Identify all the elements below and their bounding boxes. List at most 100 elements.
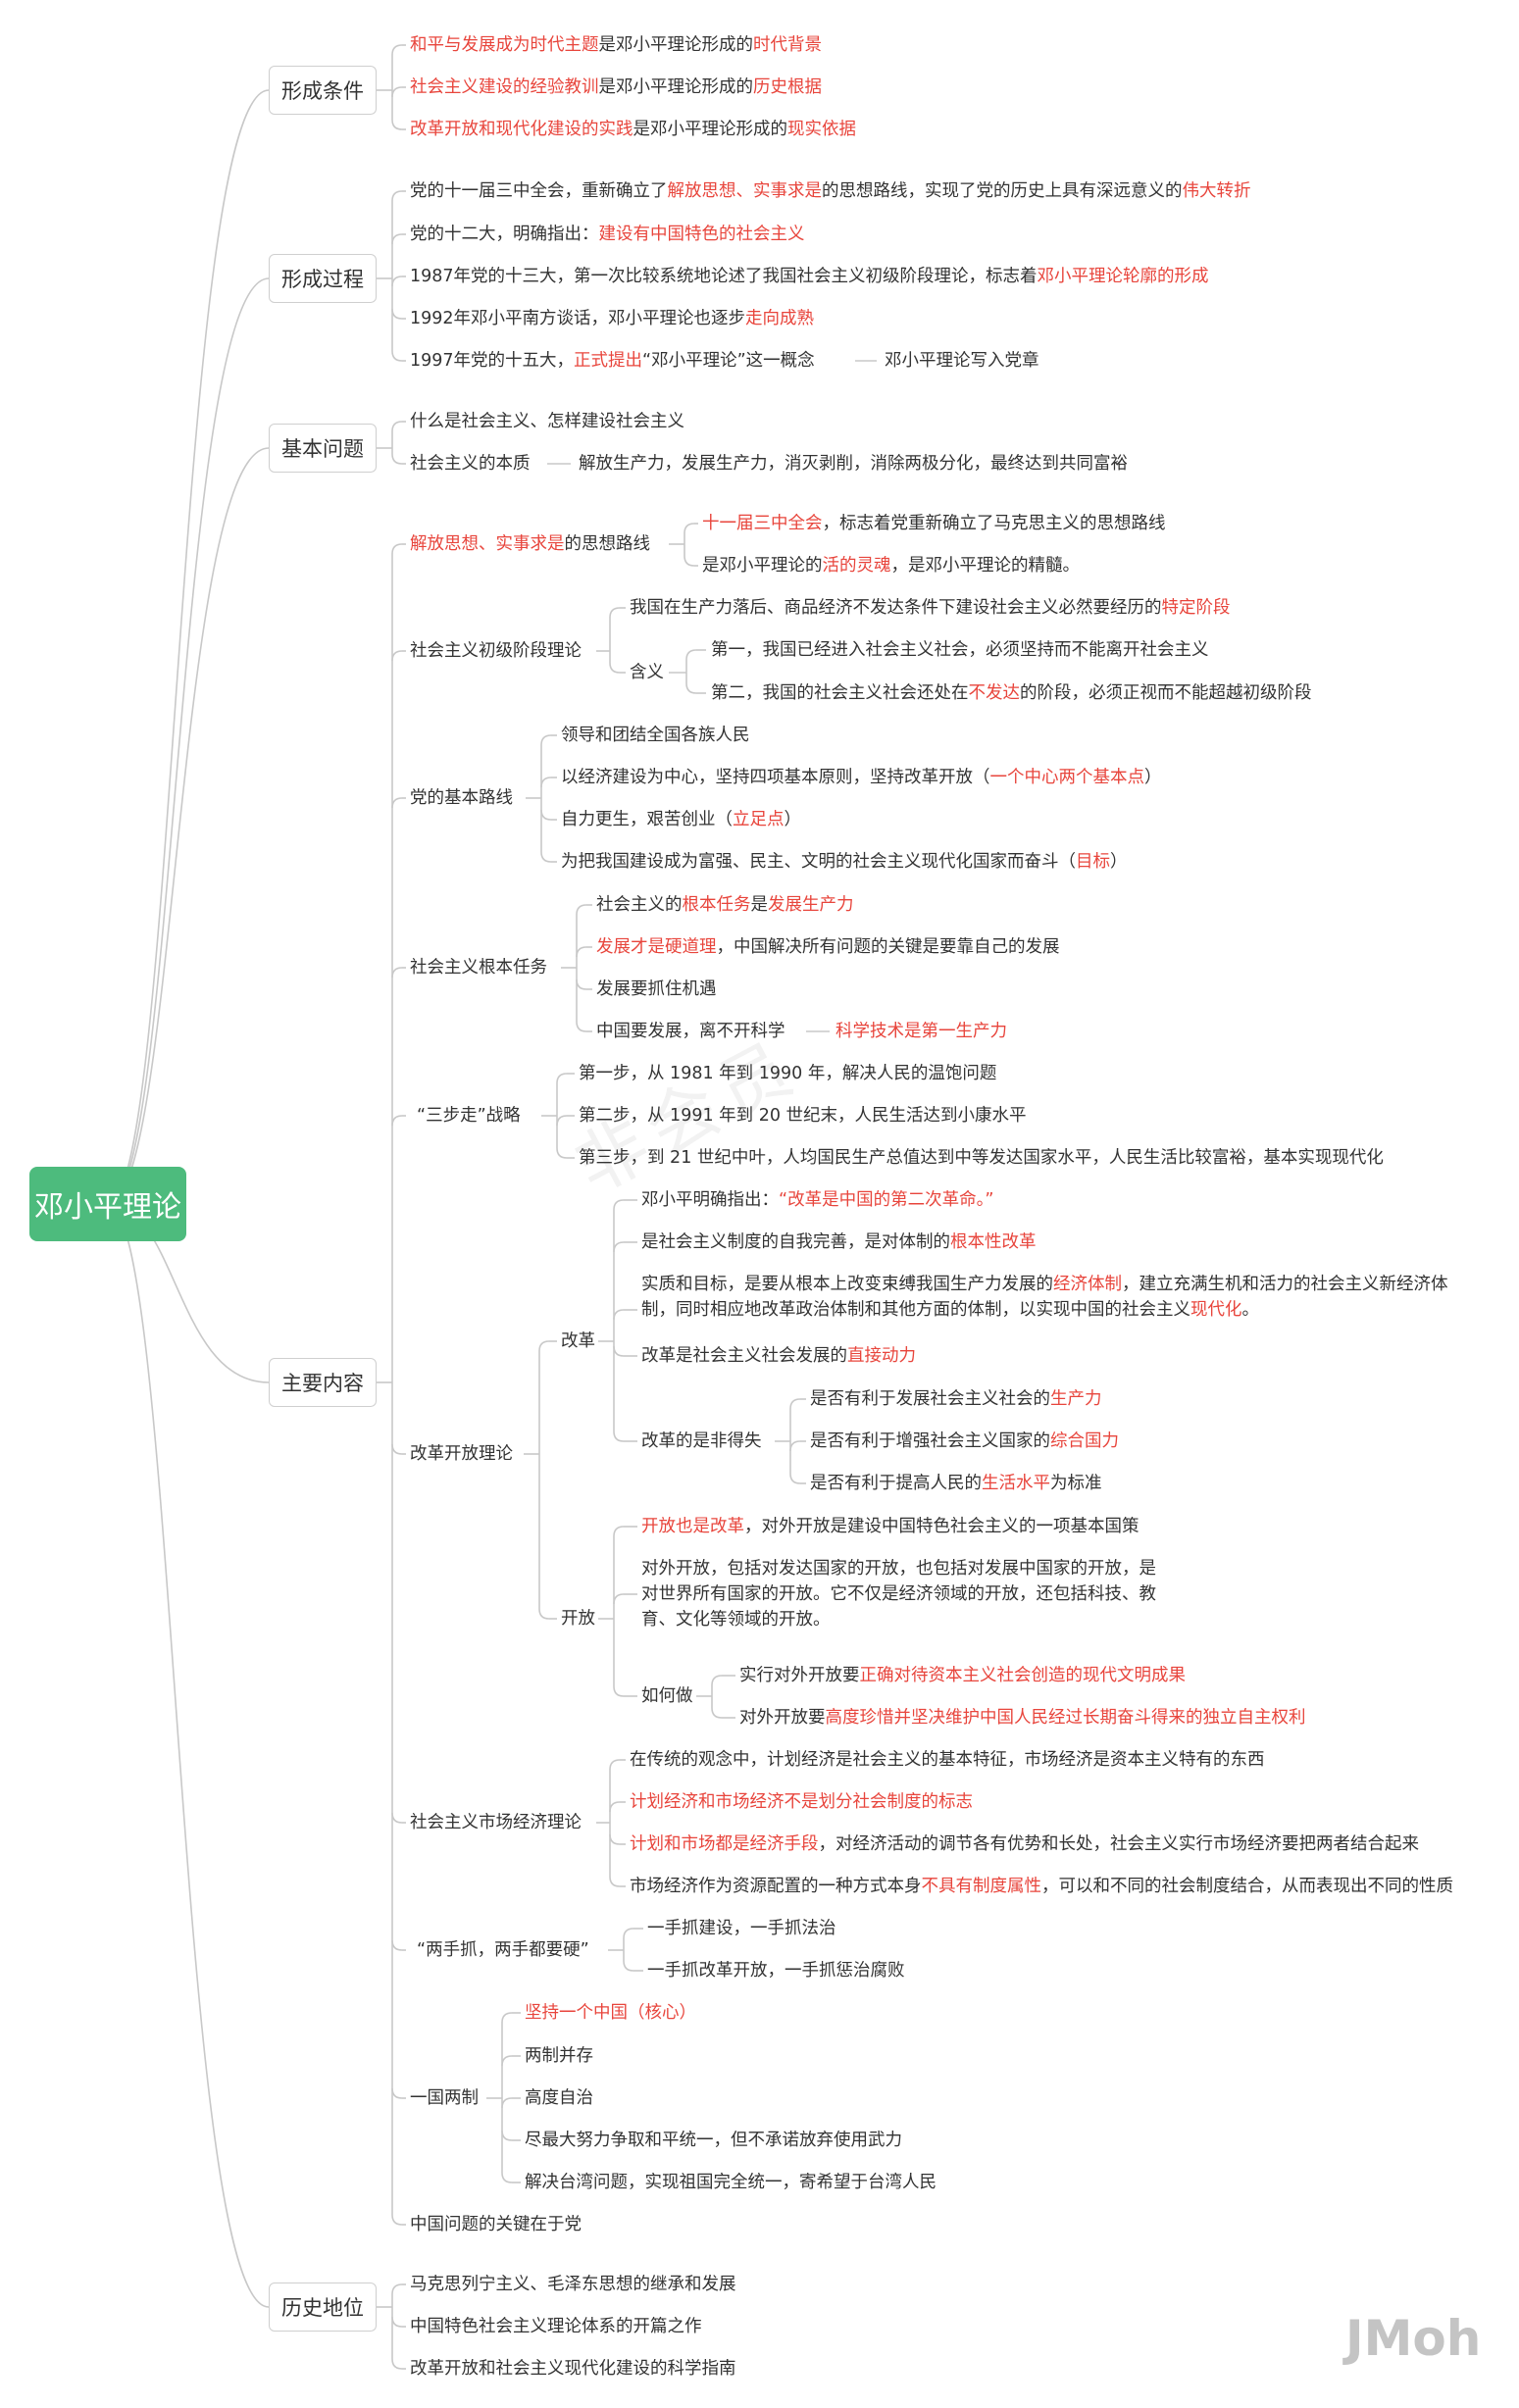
node-two-hands-1[interactable]: 一手抓建设，一手抓法治 (647, 1919, 836, 1938)
connector (391, 2358, 403, 2370)
connector (391, 421, 403, 432)
node-opening-2[interactable]: 对外开放，包括对发达国家的开放，也包括对发展中国家的开放，是对世界所有国家的开放… (641, 1559, 1156, 1630)
node-opening-how-1[interactable]: 实行对外开放要正确对待资本主义社会创造的现代文明成果 (739, 1666, 1186, 1685)
node-status-3[interactable]: 改革开放和社会主义现代化建设的科学指南 (410, 2359, 736, 2379)
node-primary-meaning-1[interactable]: 第一，我国已经进入社会主义社会，必须坚持而不能离开社会主义 (711, 640, 1209, 660)
node-reform-criteria[interactable]: 改革的是非得失 (641, 1431, 762, 1451)
connector (613, 1685, 625, 1697)
connector (501, 2172, 513, 2183)
node-market-economy[interactable]: 社会主义市场经济理论 (410, 1813, 582, 1832)
node-condition-3[interactable]: 改革开放和现代化建设的实践是邓小平理论形成的现实依据 (410, 120, 856, 139)
connector (391, 350, 403, 362)
branch-formation-conditions[interactable]: 形成条件 (269, 66, 377, 115)
node-criteria-1[interactable]: 是否有利于发展社会主义社会的生产力 (810, 1389, 1102, 1409)
node-process-5-child[interactable]: 邓小平理论写入党章 (885, 351, 1039, 371)
branch-basic-questions[interactable]: 基本问题 (269, 424, 377, 473)
node-opening-how-2[interactable]: 对外开放要高度珍惜并坚决维护中国人民经过长期奋斗得来的独立自主权利 (739, 1708, 1306, 1728)
node-opening[interactable]: 开放 (561, 1609, 595, 1629)
node-question-2[interactable]: 社会主义的本质 (410, 454, 531, 474)
connector (391, 119, 403, 130)
node-process-4[interactable]: 1992年邓小平南方谈话，邓小平理论也逐步走向成熟 (410, 309, 815, 328)
connector (391, 1115, 403, 1127)
node-primary-stage[interactable]: 社会主义初级阶段理论 (410, 641, 582, 661)
node-one-country-4[interactable]: 尽最大努力争取和平统一，但不承诺放弃使用武力 (525, 2131, 902, 2150)
node-primary-stage-1[interactable]: 我国在生产力落后、商品经济不发达条件下建设社会主义必然要经历的特定阶段 (630, 598, 1231, 618)
node-step-3[interactable]: 第三步，到 21 世纪中叶，人均国民生产总值达到中等发达国家水平，人民生活比较富… (579, 1148, 1384, 1168)
node-thought-line[interactable]: 解放思想、实事求是的思想路线 (410, 534, 650, 554)
node-one-country[interactable]: 一国两制 (410, 2088, 479, 2108)
node-reform-3[interactable]: 实质和目标，是要从根本上改变束缚我国生产力发展的经济体制，建立充满生机和活力的社… (641, 1275, 1448, 1320)
node-status-2[interactable]: 中国特色社会主义理论体系的开篇之作 (410, 2317, 702, 2336)
node-reform-1[interactable]: 邓小平明确指出：“改革是中国的第二次革命。” (641, 1190, 994, 1210)
branch-historical-status[interactable]: 历史地位 (269, 2283, 377, 2332)
connector (613, 1345, 625, 1357)
node-criteria-3[interactable]: 是否有利于提高人民的生活水平为标准 (810, 1474, 1102, 1493)
node-primary-meaning-2[interactable]: 第二，我国的社会主义社会还处在不发达的阶段，必须正视而不能超越初级阶段 (711, 683, 1312, 703)
node-market-3[interactable]: 计划和市场都是经济手段，对经济活动的调节各有优势和长处，社会主义实行市场经济要把… (630, 1834, 1419, 1854)
node-one-country-2[interactable]: 两制并存 (525, 2046, 593, 2066)
node-reform-opening[interactable]: 改革开放理论 (410, 1444, 513, 1464)
node-task-4-child[interactable]: 科学技术是第一生产力 (835, 1022, 1007, 1041)
connector (538, 1608, 550, 1620)
node-two-hands-2[interactable]: 一手抓改革开放，一手抓惩治腐败 (647, 1961, 905, 1981)
node-one-country-3[interactable]: 高度自治 (525, 2088, 593, 2108)
node-market-2[interactable]: 计划经济和市场经济不是划分社会制度的标志 (630, 1792, 973, 1812)
connector (623, 1928, 634, 1939)
node-primary-meaning[interactable]: 含义 (630, 663, 664, 682)
connector (576, 1021, 587, 1032)
node-process-5[interactable]: 1997年党的十五大，正式提出“邓小平理论”这一概念 (410, 351, 815, 371)
node-process-1[interactable]: 党的十一届三中全会，重新确立了解放思想、实事求是的思想路线，实现了党的历史上具有… (410, 181, 1251, 201)
connector (391, 650, 403, 662)
connector (609, 1876, 621, 1887)
node-opening-1[interactable]: 开放也是改革，对外开放是建设中国特色社会主义的一项基本国策 (641, 1517, 1139, 1536)
connector (789, 1473, 801, 1484)
node-basic-line-1[interactable]: 领导和团结全国各族人民 (561, 726, 750, 745)
node-step-2[interactable]: 第二步，从 1991 年到 20 世纪末，人民生活达到小康水平 (579, 1106, 1027, 1126)
node-one-country-5[interactable]: 解决台湾问题，实现祖国完全统一，寄希望于台湾人民 (525, 2173, 937, 2192)
node-thought-line-2[interactable]: 是邓小平理论的活的灵魂，是邓小平理论的精髓。 (702, 556, 1080, 576)
node-reform[interactable]: 改革 (561, 1331, 595, 1351)
node-condition-2[interactable]: 社会主义建设的经验教训是邓小平理论形成的历史根据 (410, 77, 822, 97)
connector (391, 2283, 403, 2295)
node-opening-how[interactable]: 如何做 (641, 1686, 693, 1706)
branch-formation-process[interactable]: 形成过程 (269, 254, 377, 303)
node-basic-line-2[interactable]: 以经济建设为中心，坚持四项基本原则，坚持改革开放（一个中心两个基本点） (561, 768, 1162, 787)
node-basic-line-3[interactable]: 自力更生，艰苦创业（立足点） (561, 810, 801, 829)
branch-main-content[interactable]: 主要内容 (269, 1358, 377, 1407)
connector (684, 523, 695, 534)
node-basic-line[interactable]: 党的基本路线 (410, 788, 513, 808)
node-process-3[interactable]: 1987年党的十三大，第一次比较系统地论述了我国社会主义初级阶段理论，标志着邓小… (410, 267, 1209, 286)
node-market-1[interactable]: 在传统的观念中，计划经济是社会主义的基本特征，市场经济是资本主义特有的东西 (630, 1750, 1265, 1770)
connector (613, 1241, 625, 1253)
root-node[interactable]: 邓小平理论 (29, 1167, 186, 1241)
node-two-hands[interactable]: “两手抓，两手都要硬” (417, 1940, 589, 1960)
connector (609, 1801, 621, 1813)
node-task-1[interactable]: 社会主义的根本任务是发展生产力 (596, 895, 854, 915)
connector (789, 1398, 801, 1410)
node-three-steps[interactable]: “三步走”战略 (417, 1106, 521, 1126)
node-task-2[interactable]: 发展才是硬道理，中国解决所有问题的关键是要靠自己的发展 (596, 937, 1060, 957)
node-question-1[interactable]: 什么是社会主义、怎样建设社会主义 (410, 412, 684, 431)
node-reform-4[interactable]: 改革是社会主义社会发展的直接动力 (641, 1346, 916, 1366)
node-basic-line-4[interactable]: 为把我国建设成为富强、民主、文明的社会主义现代化国家而奋斗（目标） (561, 852, 1128, 872)
node-status-1[interactable]: 马克思列宁主义、毛泽东思想的继承和发展 (410, 2275, 736, 2294)
node-criteria-2[interactable]: 是否有利于增强社会主义国家的综合国力 (810, 1431, 1119, 1451)
node-task-3[interactable]: 发展要抓住机遇 (596, 979, 717, 999)
node-question-2-child[interactable]: 解放生产力，发展生产力，消灭剥削，消除两极分化，最终达到共同富裕 (579, 454, 1128, 474)
node-party-key[interactable]: 中国问题的关键在于党 (410, 2215, 582, 2234)
connector (613, 1593, 625, 1605)
connector (391, 1812, 403, 1824)
node-one-country-1[interactable]: 坚持一个中国（核心） (525, 2003, 696, 2023)
node-condition-1[interactable]: 和平与发展成为时代主题是邓小平理论形成的时代背景 (410, 35, 822, 55)
node-fundamental-task[interactable]: 社会主义根本任务 (410, 958, 547, 978)
connector (556, 1073, 568, 1084)
node-market-4[interactable]: 市场经济作为资源配置的一种方式本身不具有制度属性，可以和不同的社会制度结合，从而… (630, 1877, 1453, 1896)
node-step-1[interactable]: 第一步，从 1981 年到 1990 年，解决人民的温饱问题 (579, 1064, 997, 1083)
node-reform-2[interactable]: 是社会主义制度的自我完善，是对体制的根本性改革 (641, 1232, 1037, 1252)
node-task-4[interactable]: 中国要发展，离不开科学 (596, 1022, 785, 1041)
node-thought-line-1[interactable]: 十一届三中全会，标志着党重新确立了马克思主义的思想路线 (702, 514, 1166, 533)
connector (107, 277, 270, 1205)
node-process-2[interactable]: 党的十二大，明确指出：建设有中国特色的社会主义 (410, 225, 805, 244)
